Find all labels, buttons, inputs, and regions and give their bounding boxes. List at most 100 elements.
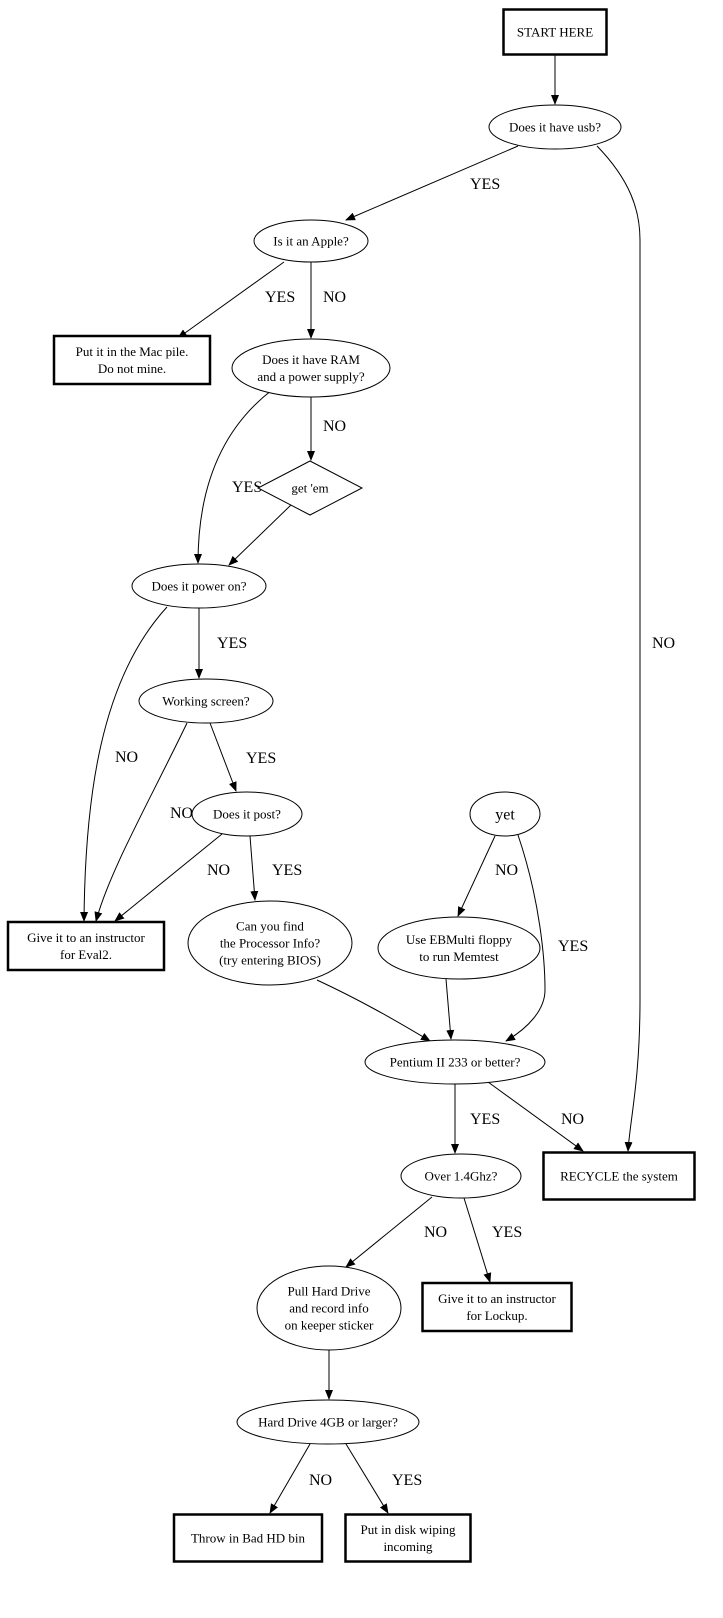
ellipse-shape: [138, 678, 274, 724]
node-power: Does it power on?: [131, 563, 267, 609]
edge-line: [269, 1443, 311, 1514]
edge-line: [316, 979, 431, 1042]
edge-procinfo-to-pentium: [316, 979, 431, 1042]
edge-apple-to-mac: YES: [177, 261, 295, 339]
node-apple: Is it an Apple?: [253, 219, 369, 263]
edge-line: [177, 261, 285, 339]
edge-label: YES: [558, 938, 588, 955]
node-label: to run Memtest: [419, 949, 499, 964]
node-label: Give it to an instructor: [438, 1291, 556, 1306]
ellipse-shape: [469, 791, 541, 837]
ellipse-shape: [488, 104, 622, 150]
edge-label: YES: [492, 1224, 522, 1241]
edge-label: NO: [170, 805, 193, 822]
ellipse-shape: [231, 338, 391, 398]
edge-line: [114, 833, 223, 922]
node-over14: Over 1.4Ghz?: [400, 1153, 522, 1199]
edge-ram-to-power: YES: [194, 389, 273, 564]
node-getem: get 'em: [256, 460, 364, 516]
edge-label: NO: [424, 1224, 447, 1241]
ellipse-shape: [253, 219, 369, 263]
node-label: Does it post?: [213, 807, 281, 822]
edge-line: [345, 1196, 433, 1268]
node-label: incoming: [383, 1539, 433, 1554]
node-label: Use EBMulti floppy: [406, 932, 513, 947]
node-label: Does it have RAM: [262, 352, 360, 367]
edge-memtest-to-pentium: [445, 978, 455, 1040]
edge-pentium-to-recycle: NO: [487, 1081, 584, 1152]
node-label: for Lockup.: [466, 1308, 527, 1323]
edge-line: [505, 834, 546, 1042]
node-post: Does it post?: [191, 791, 303, 837]
edge-label: YES: [265, 289, 295, 306]
box-shape: [52, 334, 212, 386]
box-shape: [344, 1513, 472, 1563]
ellipse-shape: [377, 916, 541, 980]
node-label: Hard Drive 4GB or larger?: [258, 1415, 398, 1430]
node-label: RECYCLE the system: [560, 1169, 678, 1184]
node-label: Put it in the Mac pile.: [76, 344, 189, 359]
edge-label: YES: [217, 635, 247, 652]
edge-line: [94, 722, 188, 922]
edge-getem-to-power: [228, 503, 293, 566]
edge-line: [249, 835, 259, 901]
node-label: Working screen?: [162, 694, 250, 709]
node-label: Give it to an instructor: [27, 930, 145, 945]
node-label: and a power supply?: [257, 369, 364, 384]
node-lockup: Give it to an instructor for Lockup.: [421, 1281, 573, 1333]
node-label: on keeper sticker: [285, 1318, 374, 1333]
edge-line: [487, 1081, 584, 1152]
edge-pentium-to-over14: YES: [451, 1084, 500, 1154]
edge-apple-to-ram: NO: [307, 262, 346, 339]
edge-yet-to-pentium: YES: [505, 834, 588, 1042]
edge-hd4-to-wipe: YES: [345, 1443, 422, 1514]
box-shape: [421, 1281, 573, 1333]
node-label: Pentium II 233 or better?: [390, 1055, 521, 1070]
edge-line: [445, 978, 455, 1040]
node-ram: Does it have RAM and a power supply?: [231, 338, 391, 398]
node-label: START HERE: [517, 25, 593, 40]
ellipse-shape: [364, 1039, 546, 1085]
nodes: START HERE Does it have usb? Is it an Appl…: [6, 8, 696, 1563]
box-shape: [542, 1151, 696, 1201]
node-label: Is it an Apple?: [273, 234, 349, 249]
edge-label: NO: [561, 1111, 584, 1128]
edge-line: [194, 389, 273, 564]
edge-label: YES: [246, 750, 276, 767]
edge-hd4-to-badhd: NO: [269, 1443, 332, 1514]
edge-over14-to-lockup: YES: [463, 1197, 522, 1283]
node-label: for Eval2.: [60, 947, 112, 962]
edge-label: NO: [323, 289, 346, 306]
node-label: Does it have usb?: [509, 120, 601, 135]
node-label: (try entering BIOS): [219, 953, 321, 968]
edge-post-to-procinfo: YES: [249, 835, 302, 901]
ellipse-shape: [187, 900, 353, 986]
ellipse-shape: [256, 1265, 402, 1351]
ellipse-shape: [236, 1399, 420, 1445]
edge-line: [80, 606, 168, 922]
node-eval2: Give it to an instructor for Eval2.: [6, 920, 166, 972]
box-shape: [6, 920, 166, 972]
node-pentium: Pentium II 233 or better?: [364, 1039, 546, 1085]
ellipse-shape: [400, 1153, 522, 1199]
box-shape: [172, 1513, 324, 1563]
node-label: Throw in Bad HD bin: [191, 1531, 306, 1546]
node-yet: yet: [469, 791, 541, 837]
edge-power-to-eval2: NO: [80, 606, 168, 922]
node-start: START HERE: [502, 8, 608, 56]
box-shape: [502, 8, 608, 56]
edge-label: NO: [652, 635, 675, 652]
node-label: Does it power on?: [152, 579, 247, 594]
edge-line: [463, 1197, 492, 1283]
node-memtest: Use EBMulti floppy to run Memtest: [377, 916, 541, 980]
node-screen: Working screen?: [138, 678, 274, 724]
edge-line: [596, 145, 641, 1152]
edge-line: [209, 722, 237, 792]
edge-over14-to-pull: NO: [345, 1196, 447, 1268]
edge-label: NO: [323, 418, 346, 435]
edge-label: NO: [115, 749, 138, 766]
edge-power-to-screen: YES: [195, 608, 247, 679]
